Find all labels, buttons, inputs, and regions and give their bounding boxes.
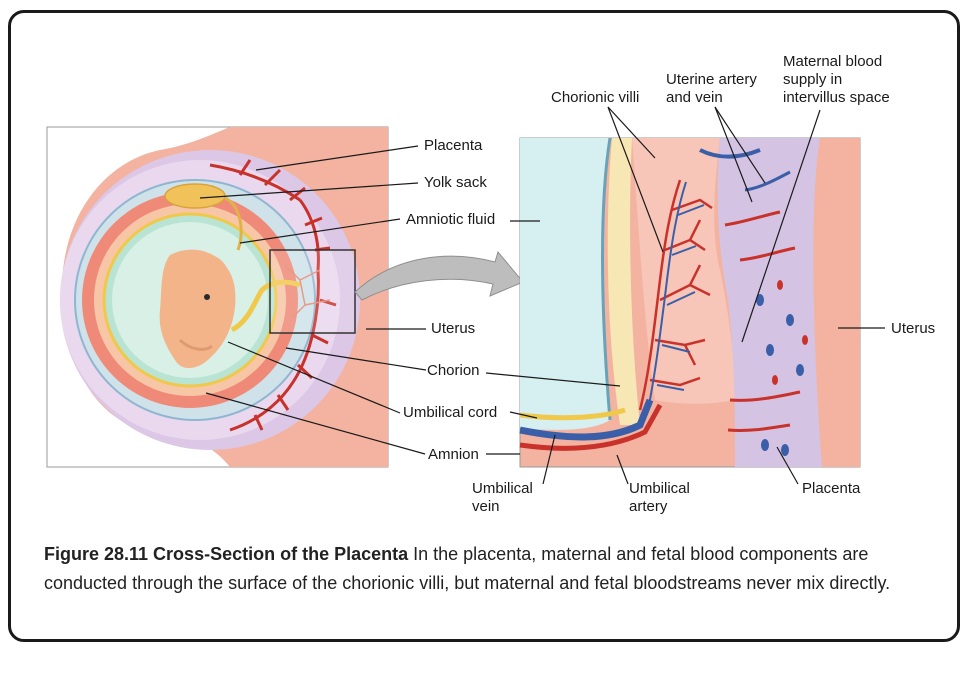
label-maternal-blood-2: supply in: [783, 71, 843, 88]
label-chorion: Chorion: [427, 362, 480, 379]
label-umbilical-vein-2: vein: [472, 498, 500, 515]
caption-title: Figure 28.11 Cross-Section of the Placen…: [44, 544, 409, 564]
caption-text: In the placenta, maternal and fetal bloo…: [44, 544, 891, 593]
label-placenta-right: Placenta: [802, 480, 861, 497]
label-umbilical-vein-1: Umbilical: [472, 480, 533, 497]
label-uterine-artery-2: and vein: [666, 89, 723, 106]
label-amnion: Amnion: [428, 446, 479, 463]
label-placenta-left: Placenta: [424, 137, 483, 154]
label-yolk-sack: Yolk sack: [424, 174, 487, 191]
left-uterus-panel: [46, 126, 389, 468]
figure-caption: Figure 28.11 Cross-Section of the Placen…: [44, 540, 924, 598]
label-uterus-right: Uterus: [891, 320, 936, 337]
right-detail-panel: [519, 137, 861, 468]
label-umbilical-artery-2: artery: [629, 498, 668, 515]
leader-lines: [199, 106, 885, 485]
label-chorionic-villi: Chorionic villi: [551, 89, 640, 106]
label-uterine-artery-1: Uterine artery: [666, 71, 757, 88]
label-umbilical-cord: Umbilical cord: [403, 404, 498, 421]
label-amniotic-fluid: Amniotic fluid: [406, 211, 496, 228]
label-uterus-left: Uterus: [431, 320, 476, 337]
label-maternal-blood-1: Maternal blood: [783, 53, 883, 70]
label-maternal-blood-3: intervillus space: [783, 89, 890, 106]
label-umbilical-artery-1: Umbilical: [629, 480, 690, 497]
